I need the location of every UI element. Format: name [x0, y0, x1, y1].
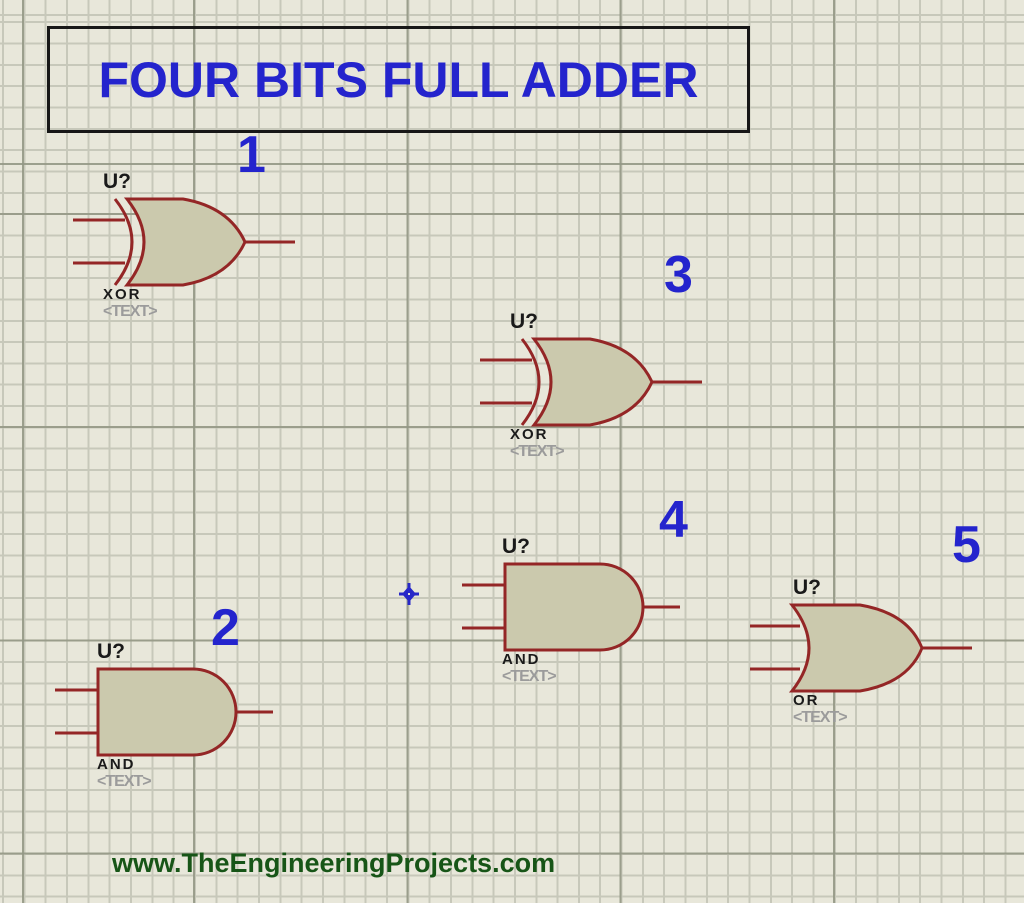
gate-type-label: OR	[793, 692, 820, 709]
or-gate-5[interactable]: U? OR <TEXT>	[750, 577, 980, 726]
gate-ref-label: U?	[793, 576, 821, 599]
annotation-number-1: 1	[237, 126, 266, 184]
gate-ref-label: U?	[510, 310, 538, 333]
gate-type-label: AND	[97, 756, 136, 773]
gate-ref-label: U?	[97, 640, 125, 663]
gate-type-label: XOR	[510, 426, 549, 443]
watermark-text: www.TheEngineeringProjects.com	[112, 848, 556, 878]
gate-text-placeholder: <TEXT>	[103, 303, 158, 320]
gate-text-placeholder: <TEXT>	[97, 773, 152, 790]
origin-marker-icon	[399, 583, 419, 605]
and-gate-symbol	[462, 562, 680, 652]
and-gate-symbol	[55, 667, 273, 757]
annotation-number-2: 2	[211, 599, 240, 657]
and-gate-4[interactable]: U? AND <TEXT>	[462, 536, 692, 685]
gate-type-label: AND	[502, 651, 541, 668]
and-gate-2[interactable]: U? AND <TEXT>	[55, 641, 285, 790]
page-title: FOUR BITS FULL ADDER	[98, 51, 699, 108]
annotation-number-4: 4	[659, 491, 688, 549]
xor-gate-symbol	[73, 197, 295, 287]
gate-text-placeholder: <TEXT>	[793, 709, 848, 726]
gate-ref-label: U?	[502, 535, 530, 558]
xor-gate-symbol	[480, 337, 702, 427]
gate-text-placeholder: <TEXT>	[510, 443, 565, 460]
xor-gate-3[interactable]: U? XOR <TEXT>	[480, 311, 710, 460]
annotation-number-3: 3	[664, 246, 693, 304]
gate-text-placeholder: <TEXT>	[502, 668, 557, 685]
title-box: FOUR BITS FULL ADDER	[47, 26, 750, 133]
or-gate-symbol	[750, 603, 972, 693]
gate-ref-label: U?	[103, 170, 131, 193]
gate-type-label: XOR	[103, 286, 142, 303]
annotation-number-5: 5	[952, 516, 981, 574]
xor-gate-1[interactable]: U? XOR <TEXT>	[73, 171, 303, 320]
